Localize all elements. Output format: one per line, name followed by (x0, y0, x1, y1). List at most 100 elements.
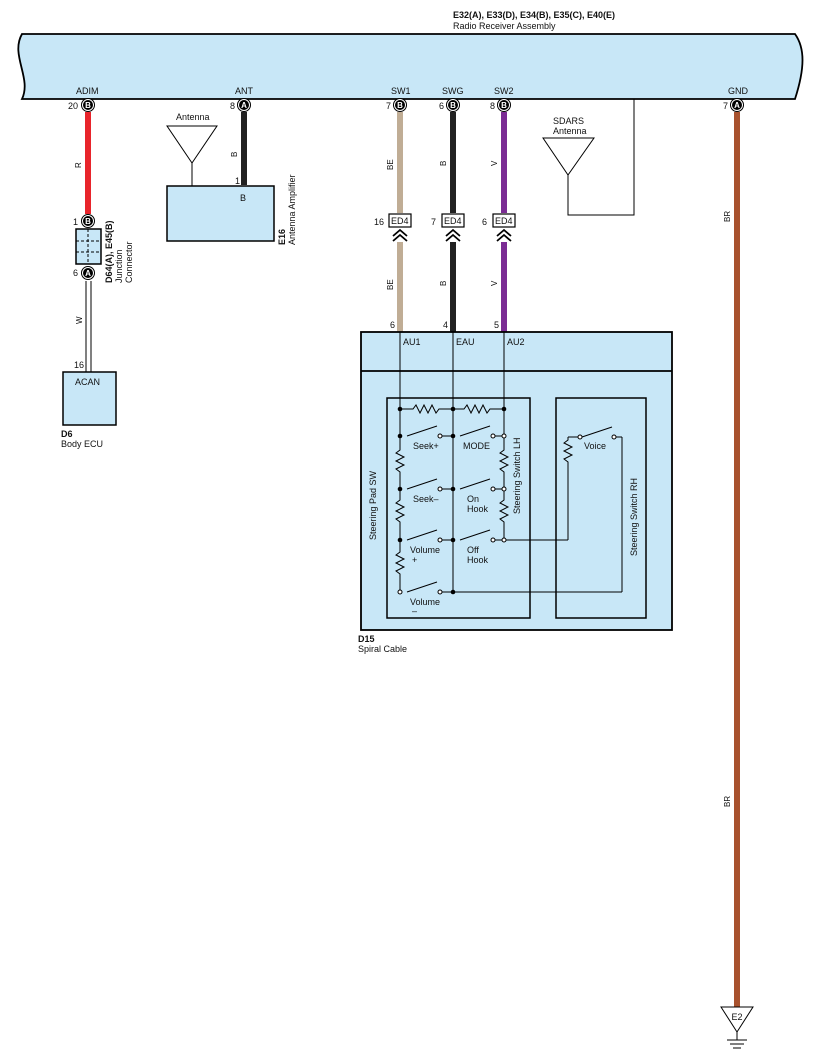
wire-code-sw1-upper: BE (386, 159, 395, 170)
svg-text:B: B (501, 101, 507, 110)
wire-code-ant: B (230, 152, 239, 157)
radio-pin-swg: 6 B (439, 98, 460, 112)
ed4-connector-sw1: 16 ED4 (374, 213, 412, 242)
wire-code-swg-upper: B (439, 161, 448, 166)
sdars-antenna-icon (542, 137, 595, 176)
switch-voice-label: Voice (584, 441, 606, 451)
svg-text:A: A (85, 269, 91, 278)
switch-mode-label: MODE (463, 441, 490, 451)
junction-code: D64(A), E45(B) (104, 220, 114, 283)
switch-on-hook-line1: On (467, 494, 479, 504)
junction-name-line2: Connector (124, 241, 134, 283)
ed4-connector-swg: 7 ED4 (431, 213, 465, 242)
antenna-amp-name: Antenna Amplifier (287, 174, 297, 245)
svg-text:7: 7 (723, 101, 728, 111)
switch-volume-plus-line1: Volume (410, 545, 440, 555)
switch-off-hook-line2: Hook (467, 555, 489, 565)
spiral-cable-code: D15 (358, 634, 375, 644)
junction-bottom-pin: 6 A (73, 266, 95, 280)
svg-text:1: 1 (73, 217, 78, 227)
svg-text:ED4: ED4 (495, 216, 513, 226)
svg-text:B: B (450, 101, 456, 110)
spiral-cable-name: Spiral Cable (358, 644, 407, 654)
antenna-amplifier-box (166, 185, 275, 242)
body-ecu-terminal: ACAN (75, 377, 100, 387)
sdars-label-line2: Antenna (553, 126, 587, 136)
wire-code-acan: W (75, 316, 84, 324)
wire-code-sw2-upper: V (490, 160, 499, 166)
terminal-swg-label: SWG (442, 86, 464, 96)
terminal-sw1-label: SW1 (391, 86, 411, 96)
svg-text:16: 16 (374, 217, 384, 227)
steering-switch-lh-box (386, 397, 531, 619)
radio-pin-adim: 20 B (68, 98, 95, 112)
radio-receiver-bar (17, 33, 804, 100)
wire-code-gnd-lower: BR (723, 796, 732, 807)
svg-text:E2: E2 (731, 1012, 742, 1022)
spiral-pin-au2-label: AU2 (507, 337, 525, 347)
svg-text:8: 8 (490, 101, 495, 111)
sdars-antenna-line (567, 99, 635, 216)
radio-assembly-name: Radio Receiver Assembly (453, 21, 556, 31)
svg-text:7: 7 (431, 217, 436, 227)
svg-text:6: 6 (439, 101, 444, 111)
radio-pin-gnd: 7 A (723, 98, 744, 112)
radio-pin-sw2: 8 B (490, 98, 511, 112)
switch-volume-minus-line2: – (412, 606, 417, 616)
body-ecu-code: D6 (61, 429, 73, 439)
spiral-pin-au1-num: 6 (390, 320, 395, 330)
svg-text:7: 7 (386, 101, 391, 111)
svg-text:B: B (85, 101, 91, 110)
svg-text:B: B (85, 217, 91, 226)
svg-text:ED4: ED4 (391, 216, 409, 226)
body-ecu-pin: 16 (74, 360, 84, 370)
ground-icon: E2 (720, 1006, 754, 1049)
spiral-pin-au1-label: AU1 (403, 337, 421, 347)
svg-text:6: 6 (482, 217, 487, 227)
wire-code-gnd-upper: BR (723, 211, 732, 222)
antenna-label: Antenna (176, 112, 210, 122)
antenna-amp-terminal: B (240, 193, 246, 203)
svg-text:B: B (397, 101, 403, 110)
radio-connector-code: E32(A), E33(D), E34(B), E35(C), E40(E) (453, 10, 615, 20)
switch-volume-minus-line1: Volume (410, 597, 440, 607)
steering-pad-sw-label: Steering Pad SW (368, 470, 378, 540)
antenna-amp-code: E16 (277, 229, 287, 245)
body-ecu-name: Body ECU (61, 439, 103, 449)
radio-pin-sw1: 7 B (386, 98, 407, 112)
switch-volume-plus-line2: + (412, 555, 417, 565)
svg-text:ED4: ED4 (444, 216, 462, 226)
svg-text:A: A (734, 101, 740, 110)
steering-switch-lh-label: Steering Switch LH (512, 437, 522, 514)
antenna-icon (166, 125, 218, 164)
svg-text:8: 8 (230, 101, 235, 111)
antenna-amp-pin: 1 (235, 176, 240, 186)
svg-text:20: 20 (68, 101, 78, 111)
wire-code-adim: R (74, 162, 83, 168)
spiral-pin-eau-label: EAU (456, 337, 475, 347)
switch-seek-minus-label: Seek– (413, 494, 439, 504)
spiral-pin-eau-num: 4 (443, 320, 448, 330)
junction-top-pin: 1 B (73, 214, 95, 228)
terminal-ant-label: ANT (235, 86, 254, 96)
switch-off-hook-line1: Off (467, 545, 479, 555)
svg-text:A: A (241, 101, 247, 110)
steering-switch-rh-label: Steering Switch RH (629, 478, 639, 556)
radio-pin-ant: 8 A (230, 98, 251, 112)
switch-on-hook-line2: Hook (467, 504, 489, 514)
terminal-adim-label: ADIM (76, 86, 99, 96)
body-ecu-box (62, 371, 117, 426)
switch-seek-plus-label: Seek+ (413, 441, 439, 451)
circuit-nodes (397, 406, 617, 595)
svg-text:6: 6 (73, 268, 78, 278)
spiral-pin-au2-num: 5 (494, 320, 499, 330)
sdars-label-line1: SDARS (553, 116, 584, 126)
ed4-connector-sw2: 6 ED4 (482, 213, 516, 242)
terminal-sw2-label: SW2 (494, 86, 514, 96)
wire-code-sw2-lower: V (490, 280, 499, 286)
wire-code-sw1-lower: BE (386, 279, 395, 290)
steering-switch-rh-box (555, 397, 647, 619)
terminal-gnd-label: GND (728, 86, 749, 96)
junction-name-line1: Junction (114, 249, 124, 283)
